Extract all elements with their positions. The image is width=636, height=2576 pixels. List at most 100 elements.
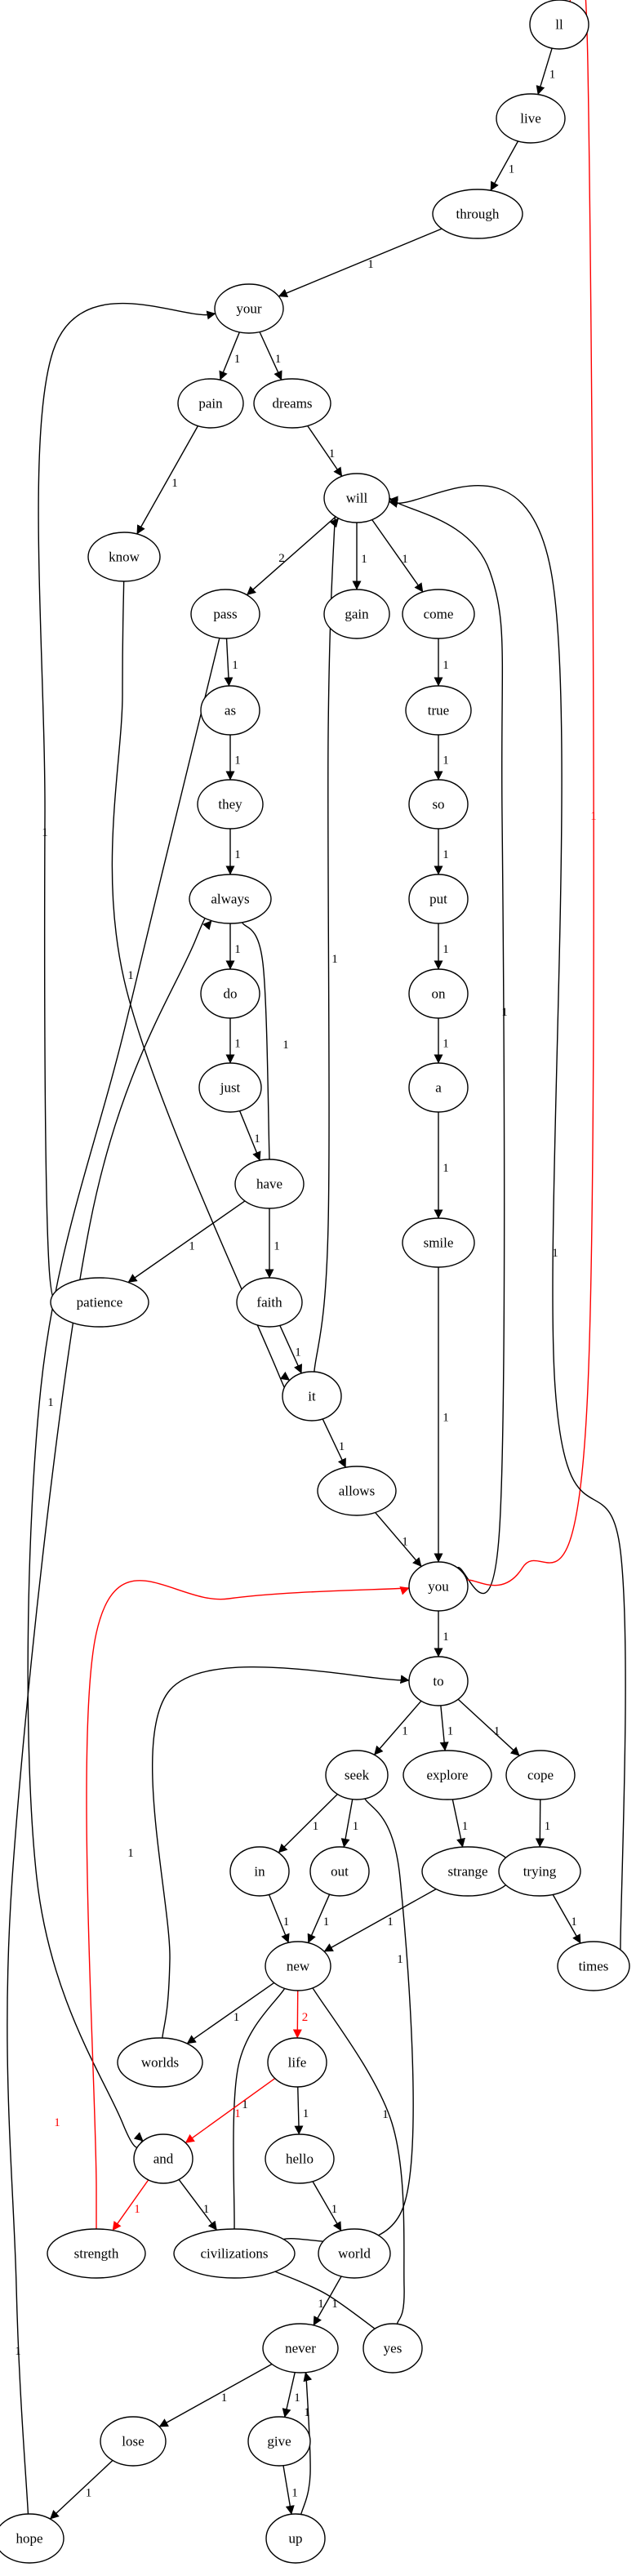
node-strange: strange (421, 1846, 514, 1897)
edge-label-seek-to-out: 1 (353, 1820, 359, 1833)
node-label-life: life (288, 2055, 307, 2071)
node-label-hello: hello (286, 2151, 314, 2167)
node-live: live (496, 93, 566, 144)
edge-label-life-to-hello: 1 (303, 2107, 309, 2120)
node-a: a (408, 1062, 469, 1113)
node-ellipse-live (496, 93, 566, 144)
edge-and-to-strength (112, 2179, 149, 2231)
node-world: world (318, 2228, 391, 2279)
node-gain: gain (323, 589, 390, 639)
node-always: always (189, 874, 272, 924)
edge-label-your-to-pain: 1 (234, 353, 241, 366)
edge-ll-to-live (536, 47, 553, 96)
node-civilizations: civilizations (173, 2228, 296, 2279)
edge-dreams-to-will (307, 425, 343, 477)
node-ellipse-allows (317, 1466, 397, 1516)
node-ellipse-out (309, 1846, 370, 1897)
node-label-yes: yes (384, 2341, 403, 2356)
edge-label-to-to-cope: 1 (494, 1725, 500, 1738)
node-label-out: out (331, 1864, 349, 1880)
edge-label-patience-to-your: 1 (42, 826, 48, 839)
node-label-have: have (256, 1177, 282, 1192)
edge-label-true-to-so: 1 (443, 754, 449, 767)
node-ellipse-give (247, 2416, 311, 2467)
edge-hope-to-always (7, 910, 212, 2515)
node-in: in (229, 1846, 290, 1897)
edge-label-civilizations-to-seek: 1 (397, 1953, 403, 1966)
node-ellipse-do (200, 968, 260, 1019)
node-up: up (265, 2513, 326, 2564)
edge-label-a-to-smile: 1 (443, 1162, 449, 1175)
edge-label-civilizations-to-yes: 1 (318, 2298, 324, 2311)
node-ellipse-so (408, 779, 469, 830)
edge-label-never-to-lose: 1 (221, 2391, 228, 2405)
node-smile: smile (402, 1217, 475, 1268)
edge-label-come-to-true: 1 (443, 659, 449, 672)
edge-label-know-to-it: 1 (127, 969, 134, 982)
edge-label-and-to-strength: 1 (134, 2203, 140, 2216)
node-hope: hope (0, 2513, 64, 2564)
node-label-gain: gain (345, 607, 369, 622)
node-ellipse-come (402, 589, 475, 639)
node-just: just (198, 1062, 262, 1113)
node-ellipse-ll (529, 0, 589, 50)
edge-label-allows-to-you: 1 (402, 1536, 408, 1549)
edge-it-to-will (314, 505, 340, 1373)
node-ellipse-you (408, 1561, 469, 1612)
node-ellipse-faith (236, 1277, 303, 1328)
node-ellipse-cope (505, 1750, 576, 1800)
edge-label-life-to-and: 1 (234, 2107, 241, 2120)
node-ellipse-life (267, 2037, 327, 2088)
node-life: life (267, 2037, 327, 2088)
edge-seek-to-out (340, 1799, 354, 1848)
node-label-trying: trying (523, 1864, 557, 1880)
edge-label-have-to-patience: 1 (189, 1240, 195, 1253)
edge-world-to-never (313, 2276, 342, 2326)
node-label-dreams: dreams (272, 396, 312, 412)
edge-your-to-dreams (259, 331, 282, 380)
node-label-on: on (432, 986, 447, 1002)
edge-just-to-have (238, 1110, 261, 1161)
edge-label-will-to-gain: 1 (361, 553, 367, 566)
node-it: it (282, 1371, 342, 1421)
edge-you-to-ll (466, 0, 594, 1586)
node-ellipse-will (323, 473, 390, 523)
node-label-just: just (220, 1080, 241, 1096)
edge-allows-to-you (375, 1512, 422, 1568)
edge-label-strange-to-new: 1 (387, 1915, 394, 1929)
node-cope: cope (505, 1750, 576, 1800)
edge-label-smile-to-you: 1 (443, 1412, 449, 1425)
node-label-world: world (338, 2246, 371, 2262)
node-ellipse-hello (265, 2133, 335, 2184)
edge-label-out-to-new: 1 (323, 1915, 330, 1929)
edge-label-so-to-put: 1 (443, 848, 449, 861)
edge-label-pass-to-and: 1 (47, 1396, 54, 1409)
node-know: know (87, 532, 161, 582)
node-label-up: up (289, 2531, 303, 2547)
node-ellipse-a (408, 1062, 469, 1113)
node-seek: seek (325, 1750, 389, 1800)
node-ellipse-trying (498, 1846, 581, 1897)
node-ellipse-as (200, 685, 260, 736)
node-label-so: so (432, 797, 444, 812)
node-label-put: put (429, 892, 447, 907)
edge-label-it-to-allows: 1 (339, 1440, 345, 1453)
edge-to-to-seek (373, 1700, 422, 1755)
edge-pass-to-as (224, 638, 233, 687)
edge-label-never-to-give: 1 (294, 2391, 300, 2405)
node-ellipse-patience (50, 1277, 149, 1328)
edge-label-put-to-on: 1 (443, 943, 449, 956)
node-patience: patience (50, 1277, 149, 1328)
node-through: through (432, 189, 523, 239)
edge-to-to-explore (439, 1705, 449, 1751)
edge-label-give-to-up: 1 (291, 2487, 298, 2500)
edge-have-to-patience (127, 1200, 246, 1284)
edge-and-to-civilizations (178, 2179, 218, 2231)
edge-to-to-cope (457, 1698, 520, 1756)
edge-live-to-through (490, 140, 519, 191)
edge-label-ll-to-live: 1 (549, 69, 556, 82)
node-ellipse-they (197, 779, 264, 830)
node-as: as (200, 685, 260, 736)
edge-label-always-to-do: 1 (234, 943, 241, 956)
